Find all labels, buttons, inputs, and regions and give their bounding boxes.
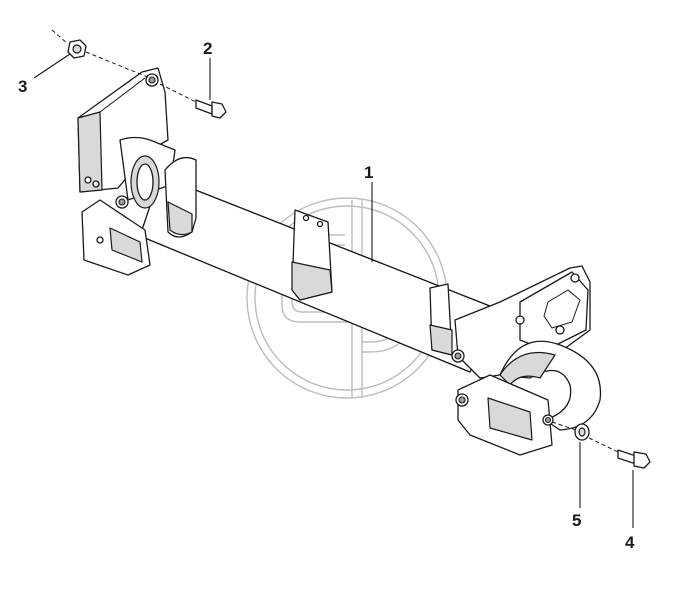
right-mounting-bracket bbox=[451, 265, 602, 456]
callout-1: 1 bbox=[364, 163, 373, 182]
bolt-part-4 bbox=[617, 449, 651, 469]
middle-clamp-straps bbox=[291, 209, 453, 356]
assembly-line-nut-3-left bbox=[51, 29, 69, 45]
nut-part-3 bbox=[67, 39, 87, 59]
callout-4: 4 bbox=[625, 533, 635, 552]
washer-part-5 bbox=[574, 423, 590, 441]
callout-5: 5 bbox=[572, 511, 581, 530]
callout-3: 3 bbox=[18, 77, 27, 96]
left-mounting-bracket bbox=[77, 67, 197, 276]
assembly-line-bolt-4 bbox=[588, 437, 619, 453]
assembly-line-washer-5 bbox=[551, 421, 577, 431]
bolt-part-2 bbox=[195, 99, 227, 119]
assembly-line-nut-3-right bbox=[85, 51, 151, 79]
leader-line-3 bbox=[33, 53, 71, 79]
callout-2: 2 bbox=[203, 39, 212, 58]
